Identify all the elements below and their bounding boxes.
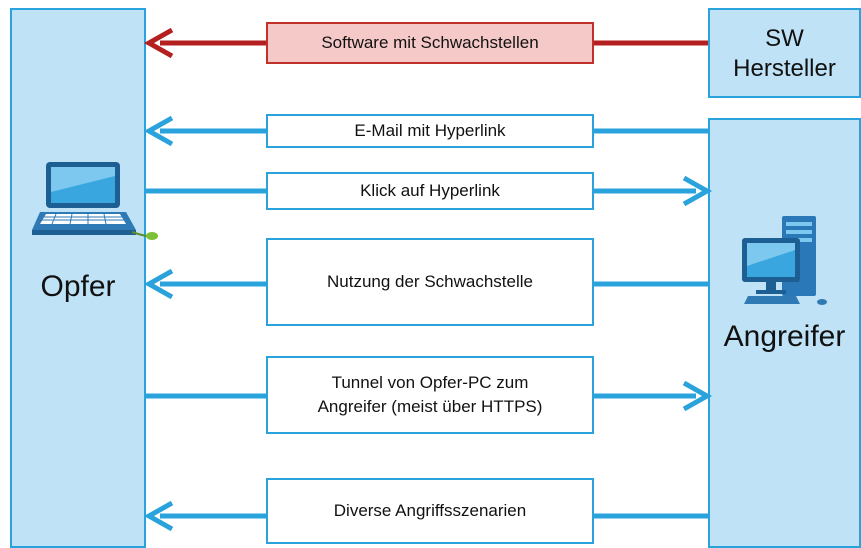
message-exploit-vulnerability: Nutzung der Schwachstelle bbox=[266, 238, 594, 326]
message-attack-scenarios: Diverse Angriffsszenarien bbox=[266, 478, 594, 544]
attacker-panel: Angreifer bbox=[708, 118, 861, 548]
attacker-label: Angreifer bbox=[723, 320, 846, 353]
vendor-label-line1: SW bbox=[765, 25, 804, 52]
victim-label: Opfer bbox=[40, 270, 116, 303]
victim-panel: Opfer bbox=[10, 8, 158, 548]
laptop-icon bbox=[32, 162, 158, 240]
vendor-label-line2: Hersteller bbox=[733, 55, 836, 82]
message-email-hyperlink: E-Mail mit Hyperlink bbox=[266, 114, 594, 148]
message-tunnel-line2: Angreifer (meist über HTTPS) bbox=[317, 397, 543, 416]
desktop-pc-icon bbox=[742, 216, 827, 305]
message-tunnel-line1: Tunnel von Opfer-PC zum bbox=[331, 373, 529, 392]
vendor-label: SW Hersteller bbox=[710, 24, 859, 84]
message-software-vulnerabilities: Software mit Schwachstellen bbox=[266, 22, 594, 64]
message-tunnel: Tunnel von Opfer-PC zum Angreifer (meist… bbox=[266, 356, 594, 434]
software-vendor-panel: SW Hersteller bbox=[708, 8, 861, 98]
message-click-hyperlink: Klick auf Hyperlink bbox=[266, 172, 594, 210]
